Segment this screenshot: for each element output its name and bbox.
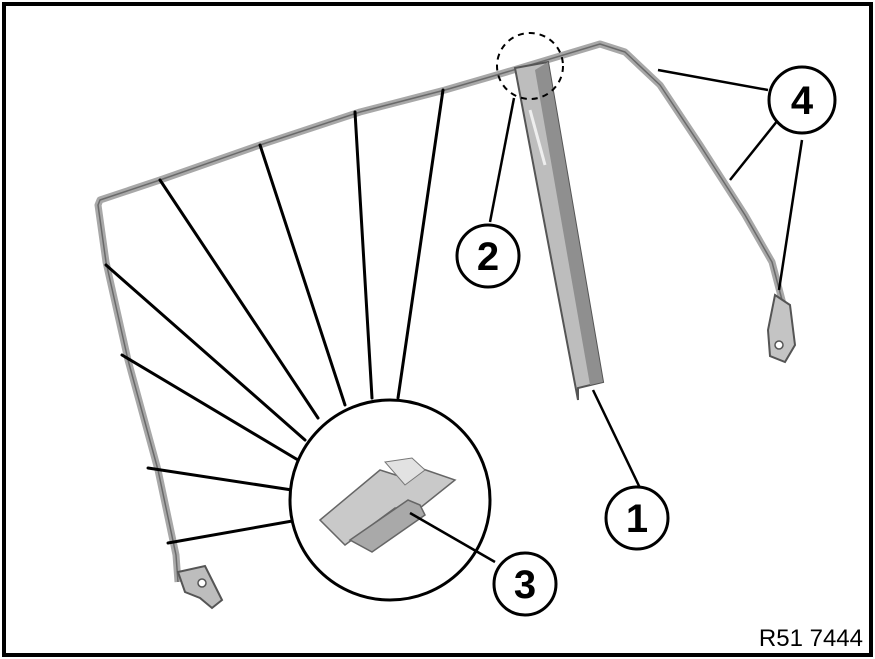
right-mount-hole: [774, 340, 784, 350]
left-mount-hole: [197, 578, 207, 588]
leader-line-2: [488, 97, 516, 223]
window-guide-rail-edge: [97, 43, 791, 583]
leader-line-1: [591, 389, 642, 489]
clip-line: [120, 353, 300, 462]
callout-4: 4: [767, 65, 837, 135]
figure-reference-code: R51 7444: [752, 623, 869, 653]
guide-rail-part-1-highlight: [528, 109, 547, 166]
callout-label: 2: [477, 235, 499, 279]
magnified-clip: [318, 457, 457, 553]
callout-label: 1: [626, 497, 648, 541]
clip-head: [384, 457, 426, 486]
detail-circle-2: [496, 32, 564, 100]
callout-1: 1: [604, 485, 670, 551]
clip-tab: [348, 499, 426, 553]
clip-line: [146, 466, 294, 492]
callout-circle: [492, 551, 558, 617]
callout-circle: [767, 65, 837, 135]
right-mount-bracket: [766, 293, 797, 364]
guide-rail-part-1-shade: [535, 62, 603, 385]
callout-circle: [455, 223, 521, 289]
leader-line-4b: [729, 119, 779, 181]
clip-line: [353, 110, 374, 400]
leader-line-4c: [777, 139, 804, 291]
leader-line-4a: [657, 68, 769, 92]
clip-line: [104, 263, 307, 442]
clip-line: [166, 518, 300, 545]
callout-circle: [604, 485, 670, 551]
callout-label: 3: [514, 563, 536, 607]
callout-3: 3: [492, 551, 558, 617]
clip-line: [158, 178, 320, 420]
clip-line: [396, 88, 445, 400]
clip-line: [258, 143, 347, 407]
leader-line-3: [409, 511, 496, 564]
clip-position-lines: [104, 88, 445, 545]
callout-2: 2: [455, 223, 521, 289]
callout-label: 4: [791, 79, 814, 123]
